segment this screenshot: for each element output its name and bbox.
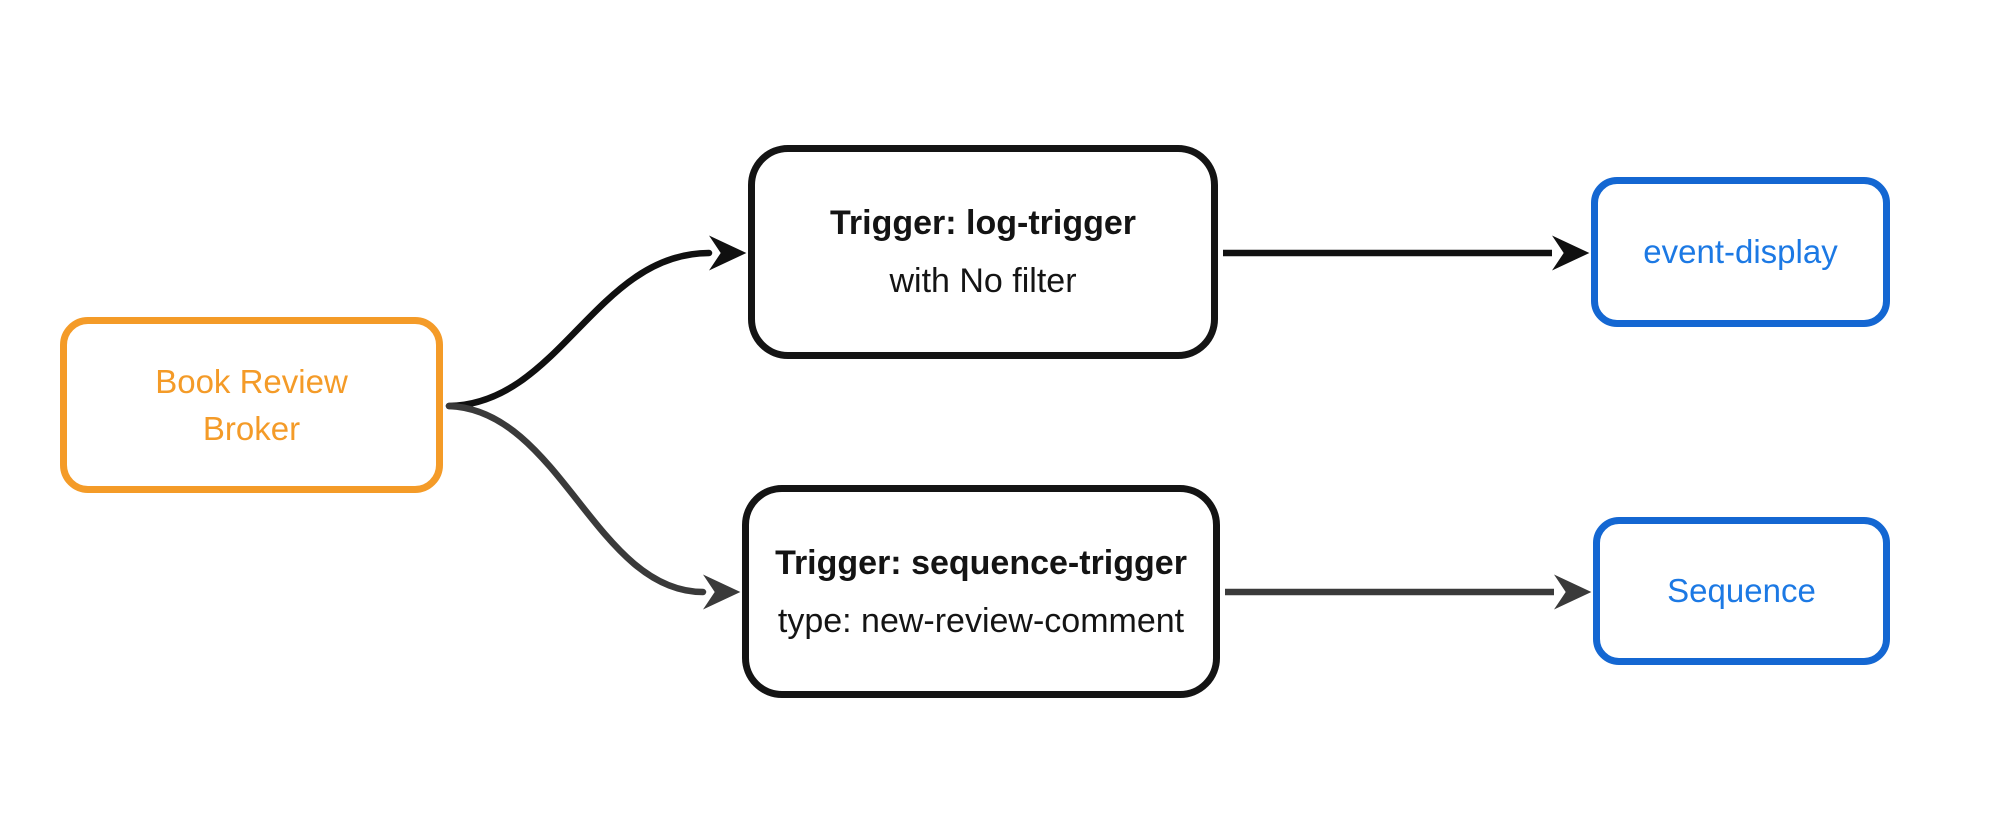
node-book-review-broker-label: Book Review Broker	[155, 363, 348, 447]
node-event-display: event-display	[1591, 177, 1890, 327]
node-log-trigger-title: Trigger: log-trigger	[830, 204, 1136, 242]
node-sequence-trigger: Trigger: sequence-trigger type: new-revi…	[742, 485, 1220, 698]
edge-broker-to-log-trigger	[445, 235, 747, 410]
node-sequence: Sequence	[1593, 517, 1890, 665]
node-log-trigger: Trigger: log-trigger with No filter	[748, 145, 1218, 359]
node-sequence-trigger-title: Trigger: sequence-trigger	[775, 543, 1187, 582]
node-sequence-trigger-subtitle: type: new-review-comment	[777, 601, 1185, 640]
node-event-display-label: event-display	[1643, 233, 1838, 270]
node-log-trigger-subtitle: with No filter	[889, 262, 1077, 300]
node-book-review-broker: Book Review Broker	[60, 317, 443, 493]
node-sequence-label: Sequence	[1667, 572, 1816, 609]
edge-broker-to-sequence-trigger	[445, 402, 741, 610]
